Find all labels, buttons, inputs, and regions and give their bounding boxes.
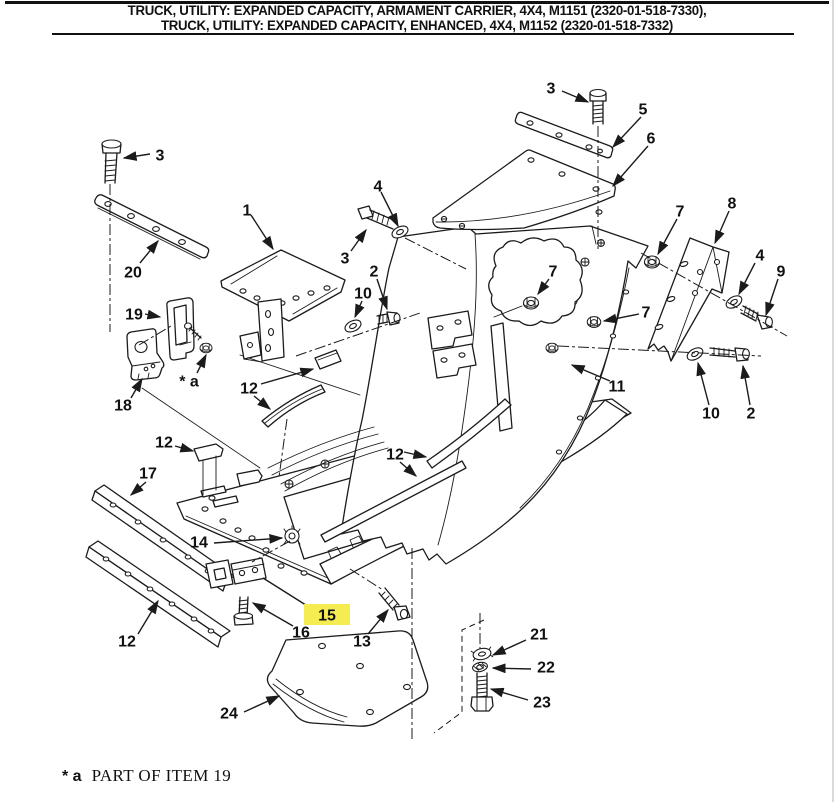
callout-11: 11: [609, 379, 626, 396]
screw-a: [183, 322, 213, 354]
tunnel-access-cutout: [488, 237, 583, 327]
callout-7: 7: [642, 305, 651, 322]
bolt-2-right: [709, 347, 750, 362]
callout-18: 18: [114, 398, 132, 415]
callout-24: 24: [220, 706, 238, 723]
bolt-3-top-left: [101, 139, 122, 184]
washer-4-right: [723, 292, 745, 312]
callout-12: 12: [240, 381, 258, 398]
washer-10-left: [342, 317, 364, 335]
callout-4: 4: [374, 179, 383, 196]
plate-6: [432, 149, 616, 231]
callout-16: 16: [292, 625, 310, 642]
bracket-18: [126, 328, 165, 381]
callout-20: 20: [124, 265, 142, 282]
clip-19: [166, 297, 195, 361]
callout-3: 3: [341, 251, 350, 268]
callout-2: 2: [370, 264, 379, 281]
callout-10: 10: [702, 406, 720, 423]
callout-8: 8: [728, 196, 737, 213]
callout-a: * a: [179, 374, 199, 391]
bolt-16: [233, 596, 254, 626]
callout-13: 13: [353, 634, 371, 651]
callout-4: 4: [756, 248, 765, 265]
hardware-21-22-23: [433, 619, 494, 734]
tunnel-bracket-lower: [432, 343, 477, 379]
center-lines: [109, 126, 788, 742]
footnote: * a PART OF ITEM 19: [62, 766, 231, 786]
rail-17: [91, 484, 235, 592]
callout-22: 22: [537, 660, 555, 677]
callout-12: 12: [118, 634, 136, 651]
construction-lines: [141, 354, 361, 469]
callout-23: 23: [533, 695, 551, 712]
plate-24: [266, 630, 429, 727]
leader-lines: [122, 90, 779, 713]
bracket-8: [647, 237, 730, 362]
callout-1: 1: [243, 203, 252, 220]
callout-15: 15: [318, 608, 336, 625]
page-edge-shadow: [832, 0, 834, 802]
footnote-symbol: * a: [62, 768, 82, 785]
callout-12: 12: [155, 435, 173, 452]
nut-small: [545, 342, 559, 354]
strap-20: [94, 194, 210, 260]
washer-10-right: [684, 344, 706, 364]
nut-7-flange: [586, 316, 602, 328]
floor-clips: [200, 469, 263, 508]
tunnel-panel: [340, 225, 649, 565]
wear-strips: [193, 349, 512, 543]
support-plate-1: [220, 249, 346, 363]
callout-3: 3: [547, 81, 556, 98]
callout-2: 2: [747, 406, 756, 423]
footnote-text: PART OF ITEM 19: [91, 766, 232, 785]
nut-7-right: [643, 255, 661, 269]
callout-19: 19: [125, 307, 143, 324]
callout-21: 21: [530, 627, 548, 644]
bracket-15: [230, 557, 267, 585]
callout-3: 3: [156, 148, 165, 165]
callout-5: 5: [639, 102, 648, 119]
plate-5: [514, 111, 614, 159]
callout-17: 17: [139, 466, 157, 483]
washer-14: [283, 525, 301, 545]
nut-7-center: [522, 296, 540, 310]
page-title: TRUCK, UTILITY: EXPANDED CAPACITY, ARMAM…: [8, 3, 825, 33]
header-rule-top: [5, 1, 829, 4]
bolt-13: [378, 587, 411, 621]
bolt-3-top-center: [589, 88, 607, 125]
rail-12: [85, 540, 231, 648]
header-rule-bottom: [52, 33, 794, 35]
title-line-2: TRUCK, UTILITY: EXPANDED CAPACITY, ENHAN…: [160, 17, 673, 33]
callout-7: 7: [676, 204, 685, 221]
callout-7: 7: [549, 264, 558, 281]
callout-12: 12: [386, 447, 404, 464]
title-line-1: TRUCK, UTILITY: EXPANDED CAPACITY, ARMAM…: [127, 3, 707, 18]
callout-10: 10: [354, 286, 372, 303]
highlight-item-15: [304, 604, 350, 625]
callout-9: 9: [777, 264, 786, 281]
callout-6: 6: [647, 131, 656, 148]
callout-14: 14: [190, 535, 208, 552]
